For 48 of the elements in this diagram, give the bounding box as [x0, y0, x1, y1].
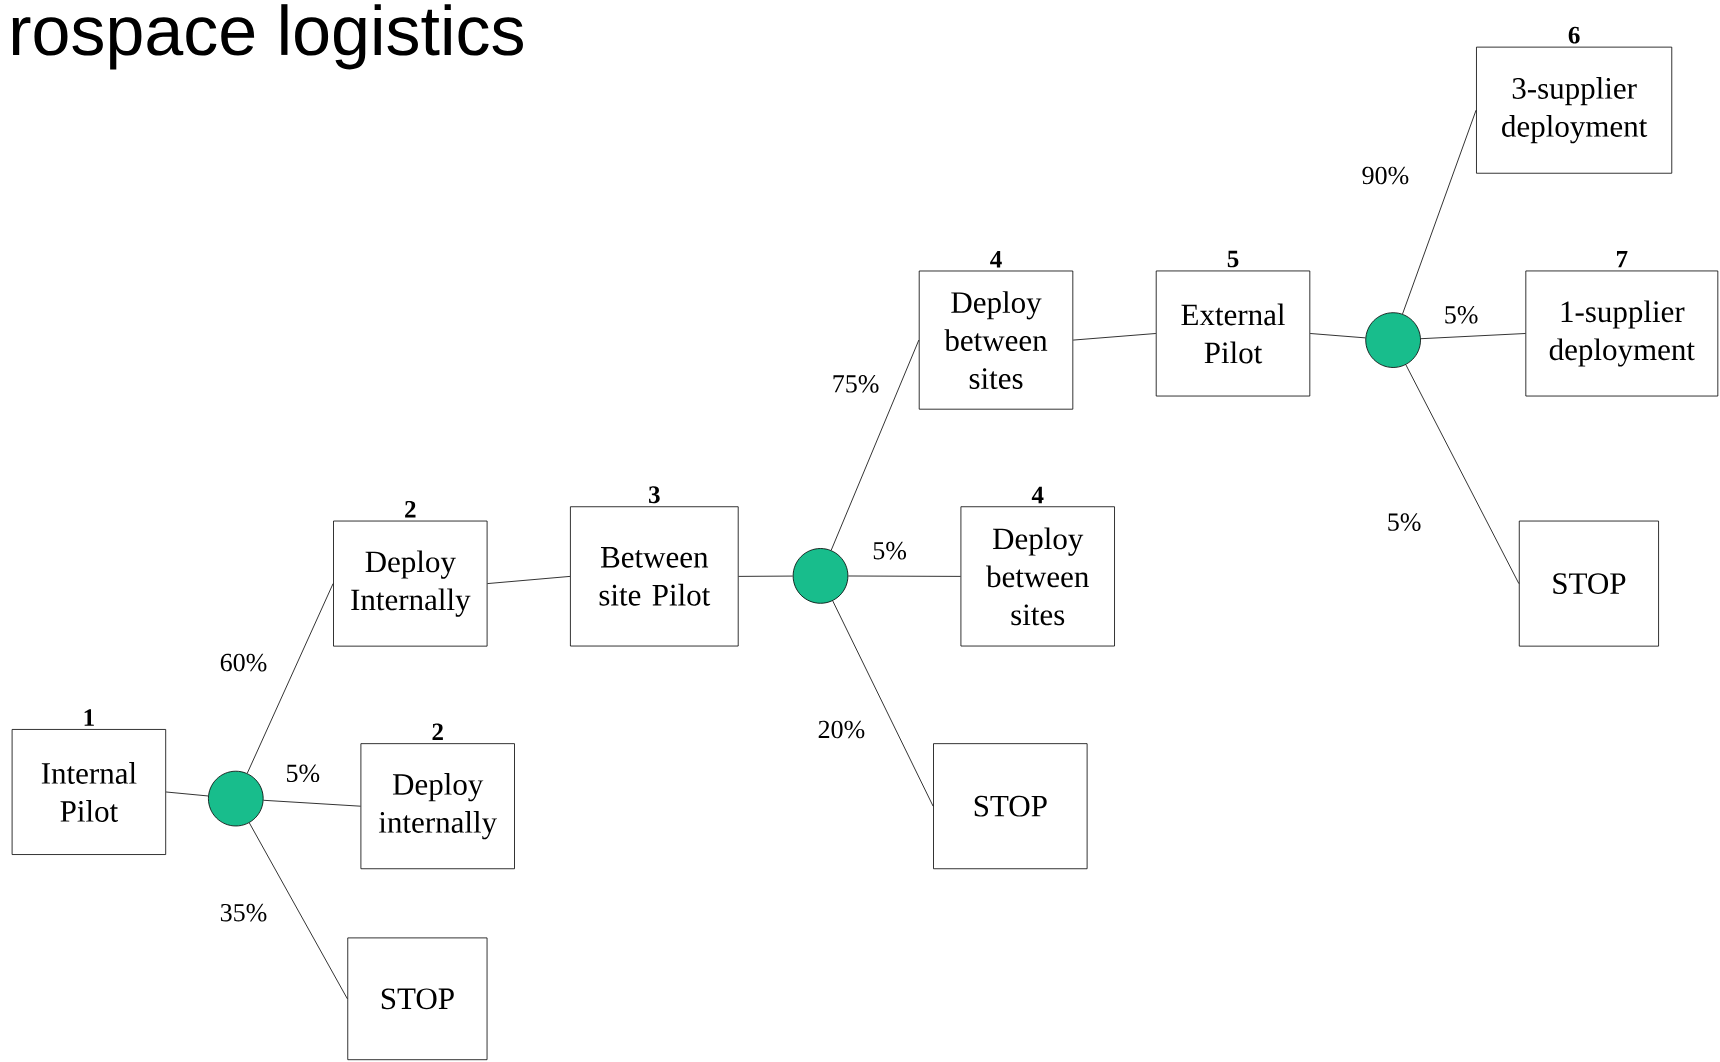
node-label: 7 [1617, 250, 1628, 268]
connector-line [1420, 333, 1526, 340]
connector-line [487, 576, 571, 584]
connector-line [832, 600, 934, 807]
node-label: 4 [990, 250, 1002, 268]
numbered-box: Internal Pilot 1 [11, 709, 167, 855]
connector-line [246, 583, 334, 774]
node-label: 2 [405, 500, 416, 518]
stop-box: STOP [1518, 520, 1659, 647]
numbered-box: Deploy internally 2 [360, 723, 515, 870]
edge-label: 5% [1442, 304, 1480, 325]
chance-node-circle [1365, 312, 1421, 368]
connector-line [248, 822, 348, 1000]
numbered-box: Deploy Internally 2 [333, 500, 488, 647]
connector-line [1405, 364, 1520, 584]
connector-line [165, 791, 209, 797]
node-label: 6 [1568, 26, 1580, 44]
node-label: 5 [1227, 250, 1239, 268]
connector-line [1309, 333, 1366, 339]
stop-box: STOP [347, 937, 488, 1061]
stop-box: STOP [933, 743, 1088, 870]
edge-label: 60% [218, 652, 269, 673]
node-label: 2 [432, 723, 443, 741]
chance-node-circle [792, 548, 849, 604]
edge-label: 5% [1385, 512, 1423, 532]
edge-label: 90% [1360, 165, 1411, 186]
connector-line [263, 799, 361, 807]
node-label: 4 [1031, 486, 1044, 504]
edge-label: 5% [871, 540, 908, 561]
numbered-box: Between site Pilot 3 [570, 486, 739, 647]
title: rospace logistics [12, 4, 523, 70]
connector-line [1402, 109, 1477, 315]
connector-line [1072, 333, 1157, 341]
numbered-box: 3-supplier deployment 6 [1476, 26, 1673, 174]
connector-line [847, 575, 961, 577]
connector-line [738, 575, 794, 577]
edge-label: 35% [218, 902, 269, 923]
chance-node-circle [208, 770, 264, 827]
node-label: 1 [84, 709, 94, 726]
node-label: 3 [649, 486, 660, 504]
numbered-box: 1-supplier deployment 7 [1525, 250, 1719, 397]
numbered-box: External Pilot 5 [1155, 250, 1311, 397]
connector-line [830, 339, 920, 551]
numbered-box: Deploy between sites 4 [918, 250, 1074, 410]
edge-label: 75% [830, 374, 881, 394]
numbered-box: Deploy between sites 4 [960, 486, 1115, 647]
edge-label: 20% [816, 719, 867, 740]
edge-label: 5% [284, 763, 322, 784]
